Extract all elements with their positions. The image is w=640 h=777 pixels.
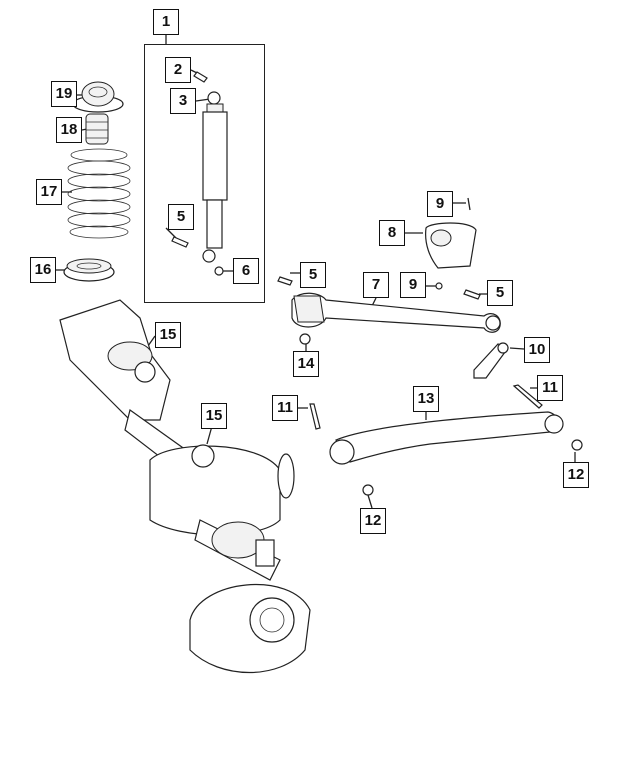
callout-11b[interactable]: 11 bbox=[537, 375, 563, 401]
shock-absorber-group-box bbox=[144, 44, 265, 303]
upper-control-arm bbox=[277, 276, 501, 345]
frame-bracket bbox=[425, 197, 477, 290]
callout-9a[interactable]: 9 bbox=[427, 191, 453, 217]
lower-control-arm bbox=[309, 384, 583, 496]
callout-3[interactable]: 3 bbox=[170, 88, 196, 114]
callout-11a[interactable]: 11 bbox=[272, 395, 298, 421]
callout-18[interactable]: 18 bbox=[56, 117, 82, 143]
callout-14[interactable]: 14 bbox=[293, 351, 319, 377]
callout-13[interactable]: 13 bbox=[413, 386, 439, 412]
callout-15a[interactable]: 15 bbox=[155, 322, 181, 348]
callout-15b[interactable]: 15 bbox=[201, 403, 227, 429]
spring-lower-isolator bbox=[63, 258, 115, 282]
callout-16[interactable]: 16 bbox=[30, 257, 56, 283]
leader-lines bbox=[56, 34, 576, 509]
callout-2[interactable]: 2 bbox=[165, 57, 191, 83]
jounce-bumper bbox=[85, 113, 109, 145]
track-bar-bracket bbox=[473, 342, 509, 379]
spring-upper-isolator bbox=[72, 81, 124, 113]
callout-1[interactable]: 1 bbox=[153, 9, 179, 35]
callout-5b[interactable]: 5 bbox=[487, 280, 513, 306]
callout-9b[interactable]: 9 bbox=[400, 272, 426, 298]
callout-19[interactable]: 19 bbox=[51, 81, 77, 107]
callout-17[interactable]: 17 bbox=[36, 179, 62, 205]
callout-12b[interactable]: 12 bbox=[563, 462, 589, 488]
callout-6[interactable]: 6 bbox=[233, 258, 259, 284]
callout-5a[interactable]: 5 bbox=[168, 204, 194, 230]
callout-7[interactable]: 7 bbox=[363, 272, 389, 298]
callout-8[interactable]: 8 bbox=[379, 220, 405, 246]
callout-10[interactable]: 10 bbox=[524, 337, 550, 363]
shock-absorber bbox=[171, 71, 228, 276]
callout-5c[interactable]: 5 bbox=[300, 262, 326, 288]
callout-12a[interactable]: 12 bbox=[360, 508, 386, 534]
coil-spring bbox=[67, 148, 131, 239]
front-axle-assembly bbox=[59, 299, 311, 674]
